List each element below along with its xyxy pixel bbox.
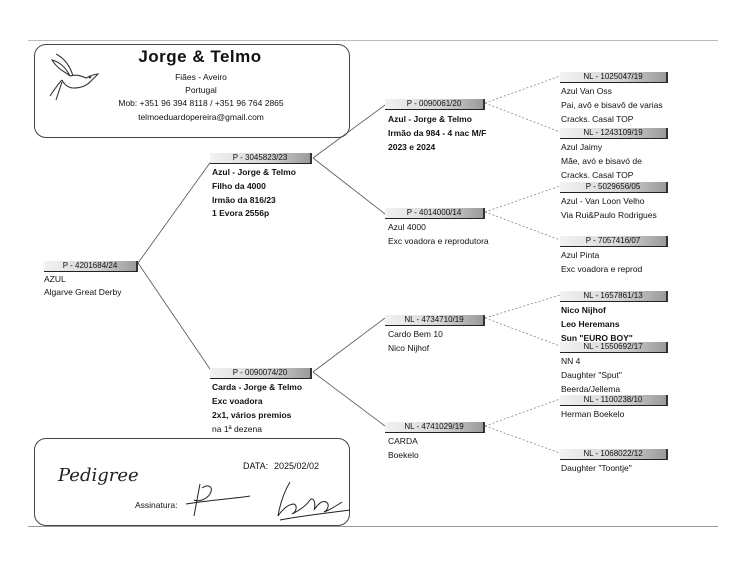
date-value: 2025/02/02 — [274, 461, 320, 471]
dam-line-1: Carda - Jorge & Telmo — [212, 382, 303, 392]
ssd-ring: NL - 1243109/19 — [560, 128, 668, 139]
sss-line-1: Azul Van Oss — [561, 86, 612, 96]
sd-line-1: Azul 4000 — [388, 222, 426, 232]
sire-line-3: Irmão da 816/23 — [212, 195, 276, 205]
ddd-ring: NL - 1068022/12 — [560, 449, 668, 460]
dd-line-2: Boekelo — [388, 450, 419, 460]
header-box — [34, 44, 350, 138]
date-label: DATA: — [243, 461, 269, 471]
subject-line-2: Algarve Great Derby — [44, 287, 122, 297]
ss-line-3: 2023 e 2024 — [388, 142, 436, 152]
header-phone: Mob: +351 96 394 8118 / +351 96 764 2865 — [118, 98, 284, 108]
dss-line-3: Sun "EURO BOY" — [561, 333, 633, 343]
sire-line-2: Filho da 4000 — [212, 181, 266, 191]
sdd-line-2: Exc voadora e reprod — [561, 264, 643, 274]
dsd-ring: NL - 1550692/17 — [560, 342, 668, 353]
footer-box — [34, 438, 350, 526]
sss-line-2: Pai, avô e bisavô de varias — [561, 100, 663, 110]
sdd-ring: P - 7057416/07 — [560, 236, 668, 247]
sd-line-2: Exc voadora e reprodutora — [388, 236, 489, 246]
dam-line-3: 2x1, vários premios — [212, 410, 292, 420]
ss-line-1: Azul - Jorge & Telmo — [388, 114, 472, 124]
subject-ring: P - 4201684/24 — [44, 261, 138, 272]
pedigree-label: Pedigree — [58, 465, 139, 486]
dss-line-1: Nico Nijhof — [561, 305, 606, 315]
sds-ring: P - 5029656/05 — [560, 182, 668, 193]
sire-line-1: Azul - Jorge & Telmo — [212, 167, 296, 177]
ddd-line-1: Daughter "Toontje" — [561, 463, 632, 473]
sds-line-1: Azul - Van Loon Velho — [561, 196, 645, 206]
dsd-line-2: Daughter "Sput" — [561, 370, 622, 380]
sds-line-2: Via Rui&Paulo Rodrigues — [561, 210, 657, 220]
ssd-line-1: Azul Jaimy — [561, 142, 603, 152]
sire-line-4: 1 Evora 2556p — [212, 208, 270, 218]
dd-line-1: CARDA — [388, 436, 418, 446]
ssd-line-2: Mãe, avó e bisavó de — [561, 156, 642, 166]
ds-ring: NL - 4734710/19 — [385, 315, 485, 326]
ss-line-2: Irmão da 984 - 4 nac M/F — [388, 128, 487, 138]
ss-ring: P - 0090061/20 — [385, 99, 485, 110]
handwritten-signature-icon — [185, 481, 351, 521]
sheet-bottom-border — [28, 526, 718, 527]
ssd-line-3: Cracks. Casal TOP — [561, 170, 634, 180]
dove-logo-icon — [49, 53, 100, 101]
dds-line-1: Herman Boekelo — [561, 409, 625, 419]
ds-line-1: Cardo Bem 10 — [388, 329, 443, 339]
header-country: Portugal — [185, 85, 217, 95]
signature-label: Assinatura: — [135, 500, 178, 510]
dds-ring: NL - 1100238/10 — [560, 395, 668, 406]
sss-ring: NL - 1025047/19 — [560, 72, 668, 83]
dsd-line-1: NN 4 — [561, 356, 581, 366]
sheet-top-border — [28, 40, 718, 41]
header-location: Fiães - Aveiro — [175, 72, 227, 82]
dss-ring: NL - 1657861/13 — [560, 291, 668, 302]
sire-ring: P - 3045823/23 — [210, 153, 312, 164]
sd-ring: P - 4014000/14 — [385, 208, 485, 219]
dam-ring: P - 0090074/20 — [210, 368, 312, 379]
dsd-line-3: Beerda/Jellema — [561, 384, 621, 394]
dss-line-2: Leo Heremans — [561, 319, 620, 329]
dd-ring: NL - 4741029/19 — [385, 422, 485, 433]
sss-line-3: Cracks. Casal TOP — [561, 114, 634, 124]
dam-line-4: na 1ª dezena — [212, 424, 262, 434]
header-email[interactable]: telmoeduardopereira@gmail.com — [138, 112, 264, 122]
subject-line-1: AZUL — [44, 274, 66, 284]
sdd-line-1: Azul Pinta — [561, 250, 600, 260]
ds-line-2: Nico Nijhof — [388, 343, 430, 353]
dam-line-2: Exc voadora — [212, 396, 263, 406]
breeder-title: Jorge & Telmo — [138, 47, 262, 66]
